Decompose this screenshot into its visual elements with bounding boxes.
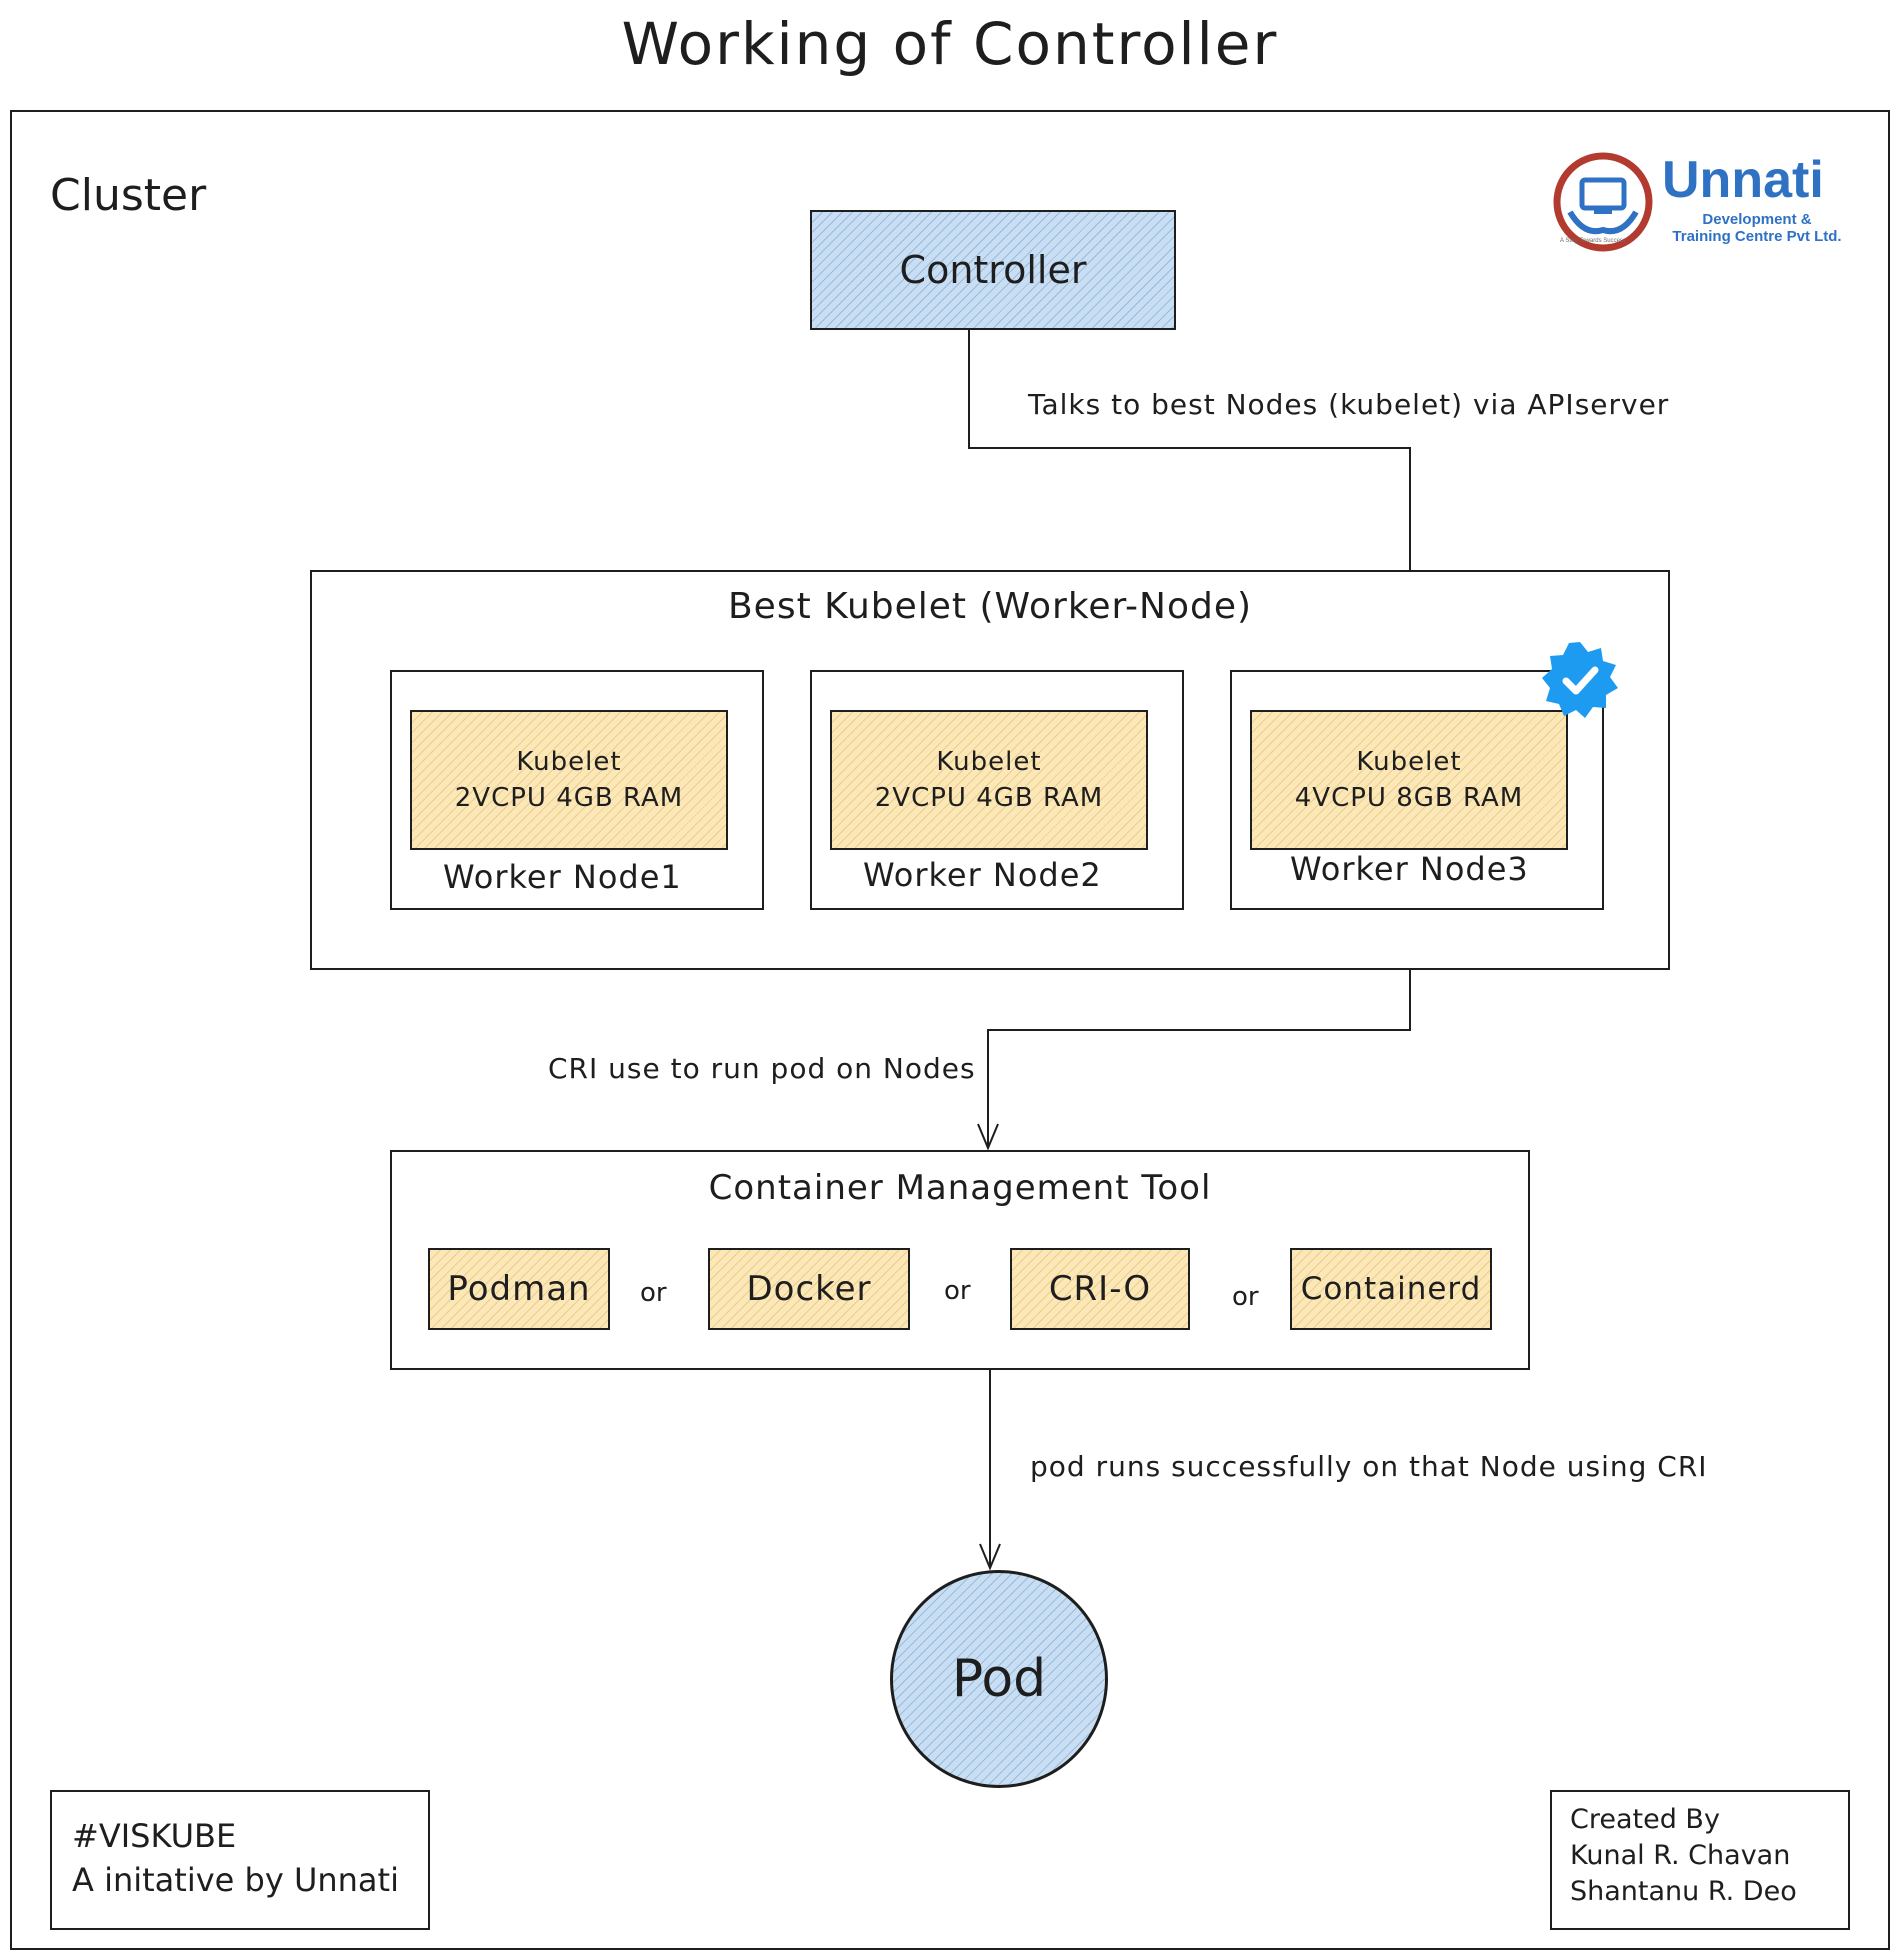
logo-name: Unnati (1662, 151, 1824, 209)
or-separator-1: or (640, 1278, 667, 1308)
kubelet-spec-2: 2VCPU 4GB RAM (874, 783, 1104, 813)
unnati-logo-icon (1553, 152, 1653, 252)
tool-label-podman: Podman (447, 1269, 591, 1309)
footer-hashtag: #VISKUBE (72, 1817, 237, 1855)
footer-created-by: Created By (1570, 1804, 1720, 1835)
connector-node3-to-cmt (987, 910, 1411, 1148)
worker-node-label-1: Worker Node1 (443, 858, 682, 896)
cluster-frame (10, 110, 1890, 1950)
footer-viskube: #VISKUBE A initative by Unnati (50, 1790, 430, 1930)
footer-author-2: Shantanu R. Deo (1570, 1876, 1797, 1907)
arrowhead-cmt (977, 1123, 999, 1151)
edge-label-controller-to-node: Talks to best Nodes (kubelet) via APIser… (1028, 388, 1670, 421)
tool-label-docker: Docker (746, 1269, 872, 1309)
tool-docker: Docker (708, 1248, 910, 1330)
arrowhead-pod (979, 1543, 1001, 1571)
footer-author-1: Kunal R. Chavan (1570, 1840, 1791, 1871)
controller-label: Controller (899, 248, 1087, 292)
best-kubelet-title: Best Kubelet (Worker-Node) (727, 586, 1253, 627)
worker-node-label-2: Worker Node2 (863, 856, 1102, 894)
logo-subtitle: Development & Training Centre Pvt Ltd. (1662, 211, 1852, 245)
tool-containerd: Containerd (1290, 1248, 1492, 1330)
tool-label-containerd: Containerd (1300, 1271, 1482, 1307)
footer-initiative: A initative by Unnati (72, 1861, 399, 1899)
verified-badge-icon (1540, 640, 1620, 720)
or-separator-2: or (944, 1276, 971, 1306)
worker-node-label-3: Worker Node3 (1290, 850, 1529, 888)
kubelet-label-1: Kubelet (516, 747, 622, 777)
pod-circle: Pod (890, 1570, 1108, 1788)
logo-subtitle-line1: Development & (1702, 211, 1812, 228)
page-title: Working of Controller (621, 10, 1279, 78)
container-management-title: Container Management Tool (708, 1168, 1212, 1208)
controller-box: Controller (810, 210, 1176, 330)
edge-label-node-to-cmt: CRI use to run pod on Nodes (548, 1052, 976, 1085)
kubelet-box-1: Kubelet 2VCPU 4GB RAM (410, 710, 728, 850)
cluster-label: Cluster (50, 170, 207, 221)
kubelet-box-3: Kubelet 4VCPU 8GB RAM (1250, 710, 1568, 850)
footer-credits: Created By Kunal R. Chavan Shantanu R. D… (1550, 1790, 1850, 1930)
kubelet-label-3: Kubelet (1356, 747, 1462, 777)
logo-tagline: A Step Towards Success (1560, 238, 1626, 244)
kubelet-label-2: Kubelet (936, 747, 1042, 777)
pod-label: Pod (951, 1649, 1047, 1709)
unnati-logo (1548, 150, 1850, 254)
connector-controller-to-node3 (968, 330, 1411, 668)
logo-subtitle-line2: Training Centre Pvt Ltd. (1672, 228, 1842, 245)
or-separator-3: or (1232, 1282, 1259, 1312)
tool-cri-o: CRI-O (1010, 1248, 1190, 1330)
kubelet-spec-1: 2VCPU 4GB RAM (454, 783, 684, 813)
tool-label-cri-o: CRI-O (1048, 1269, 1152, 1309)
kubelet-spec-3: 4VCPU 8GB RAM (1294, 783, 1524, 813)
kubelet-box-2: Kubelet 2VCPU 4GB RAM (830, 710, 1148, 850)
edge-label-cmt-to-pod: pod runs successfully on that Node using… (1030, 1450, 1708, 1483)
tool-podman: Podman (428, 1248, 610, 1330)
